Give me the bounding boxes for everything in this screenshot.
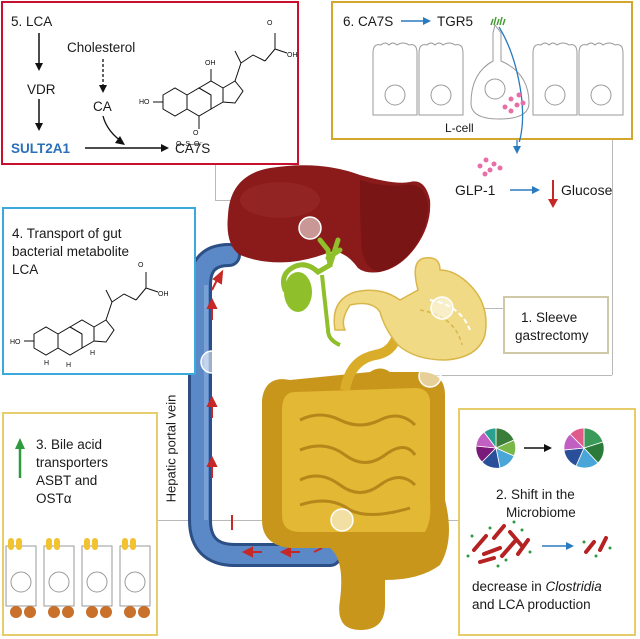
svg-text:O: O [267,20,273,27]
box-3-transporters: 3. Bile acid transporters ASBT and OSTα [2,412,158,636]
leader-line-box6 [612,140,613,375]
box-5-lca-pathway: 5. LCA VDR SULT2A1 Cholesterol CA CA7S [1,1,299,165]
box5-title: 5. LCA [11,14,53,29]
flow-arrows [206,269,323,558]
glp1-label: GLP-1 [455,182,496,198]
l-cell-icon [470,16,530,142]
arrow-right-icon [510,186,540,194]
box2-caption-line2: and LCA production [472,597,591,612]
bacteria-icon [466,520,612,568]
svg-text:H: H [66,362,71,369]
box3-line2: transporters [36,455,109,470]
leader-line-box5 [215,165,216,200]
highlight-markers [200,216,454,532]
arrow-right-icon [542,542,574,550]
box6-cells [372,16,624,142]
svg-text:OH: OH [205,60,216,67]
portal-vein-icon [188,243,342,567]
svg-text:O–S–O⁻: O–S–O⁻ [176,141,203,148]
liver-icon [227,165,431,273]
gallbladder-icon [281,237,343,347]
box6-l-cell-label: L-cell [445,121,474,135]
box-2-microbiome: 2. Shift in the Microbiome decrease in C… [458,408,636,636]
svg-text:H: H [44,360,49,367]
box4-title-line3: LCA [12,262,39,277]
box5-vdr: VDR [27,82,56,97]
box2-title-line1: 2. Shift in the [496,487,575,502]
box-1-sleeve-gastrectomy: 1. Sleeve gastrectomy [503,296,609,354]
box3-graphics [5,438,151,618]
box2-caption-italic: Clostridia [545,579,602,594]
svg-text:HO: HO [10,339,21,346]
box2-caption-pre: decrease in [472,579,546,594]
box5-sult2a1: SULT2A1 [11,141,71,156]
stomach-icon [333,257,487,361]
dashed-arrow-down-icon [99,59,107,93]
arrow-right-icon [85,115,169,152]
svg-text:H: H [90,350,95,357]
box6-title: 6. CA7S [343,14,394,29]
svg-text:OH: OH [287,52,298,59]
svg-text:O: O [193,130,199,137]
enterocyte-icon [5,538,151,618]
svg-text:HO: HO [139,99,150,106]
box4-title-line1: 4. Transport of gut [12,226,122,241]
box-4-lca-transport: 4. Transport of gut bacterial metabolite… [2,207,196,375]
arrow-up-icon [15,438,25,478]
glucose-label: Glucose [561,182,613,198]
box5-ca7s: CA7S [175,141,211,156]
box1-line1: 1. Sleeve [521,310,578,325]
leader-line-box6-h [430,375,612,376]
glp1-granule-icon [502,92,526,114]
ca7s-molecule-icon: O OH OH HO O O–S–O⁻ [139,20,298,148]
arrow-down-icon [35,33,43,71]
leader-line-box3 [157,520,337,521]
box2-caption-line1: decrease in Clostridia [472,578,602,595]
box-6-ca7s-tgr5: 6. CA7S TGR5 L-cell [331,1,633,142]
box4-title-line2: bacterial metabolite [12,244,130,259]
box3-line3: ASBT and [36,473,98,488]
box2-title-line2: Microbiome [506,505,576,520]
arrow-down-icon [35,99,43,131]
svg-text:O: O [138,262,144,269]
pie-chart-icon [475,427,517,469]
svg-text:OH: OH [158,291,169,298]
glp1-granule-icon [477,157,503,177]
pie-chart-icon [563,427,605,469]
box5-arrows: O OH OH HO O O–S–O⁻ [35,20,298,152]
arrow-down-icon [548,180,558,208]
box2-graphics [466,427,612,568]
box3-line4: OSTα [36,491,72,506]
box3-line1: 3. Bile acid [36,437,103,452]
arrow-right-icon [401,17,431,25]
enterocyte-icon [372,42,624,116]
arrow-right-icon [524,444,552,452]
box5-ca: CA [93,99,112,114]
box6-tgr5: TGR5 [437,14,474,29]
lca-molecule-icon: O OH HO H H H [10,262,169,369]
box5-cholesterol: Cholesterol [67,40,136,55]
box1-line2: gastrectomy [515,328,589,343]
